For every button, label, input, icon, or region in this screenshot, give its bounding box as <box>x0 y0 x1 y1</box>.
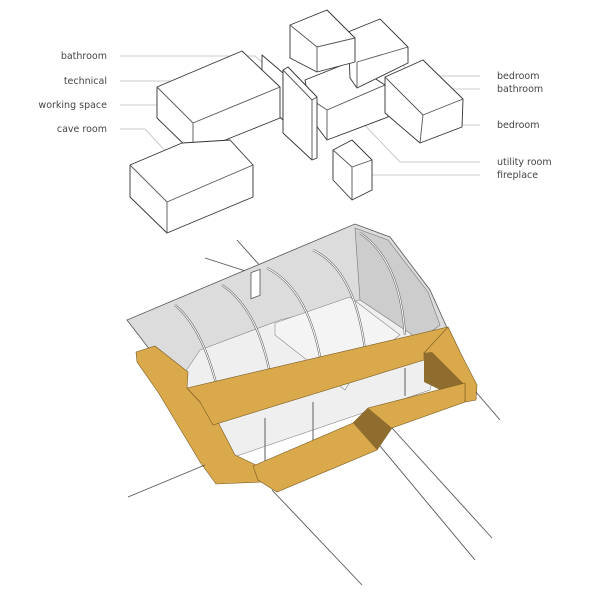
working-space-volume <box>156 50 281 154</box>
bedroom-volume-top <box>289 9 356 73</box>
label-fireplace: fireplace <box>497 170 539 181</box>
room-volumes <box>129 9 464 234</box>
bathroom-volume-right <box>347 18 409 89</box>
label-working-space: working space <box>38 100 107 111</box>
fireplace-volume <box>332 139 373 201</box>
extension-lines <box>127 391 501 586</box>
label-utility-room: utility room <box>497 157 552 168</box>
label-bathroom-right: bathroom <box>497 84 544 95</box>
bedroom-volume-right <box>384 59 464 144</box>
cave-room-volume <box>129 139 254 234</box>
label-bathroom-left: bathroom <box>60 51 107 62</box>
label-bedroom-top: bedroom <box>497 71 540 82</box>
skylight <box>250 268 261 300</box>
label-technical: technical <box>63 76 107 87</box>
label-bedroom-right: bedroom <box>497 120 540 131</box>
house-structure <box>126 223 501 586</box>
wood-frame-notch-dark <box>353 408 392 450</box>
label-cave-room: cave room <box>56 124 107 135</box>
columns <box>264 368 406 468</box>
technical-panel <box>282 66 318 161</box>
